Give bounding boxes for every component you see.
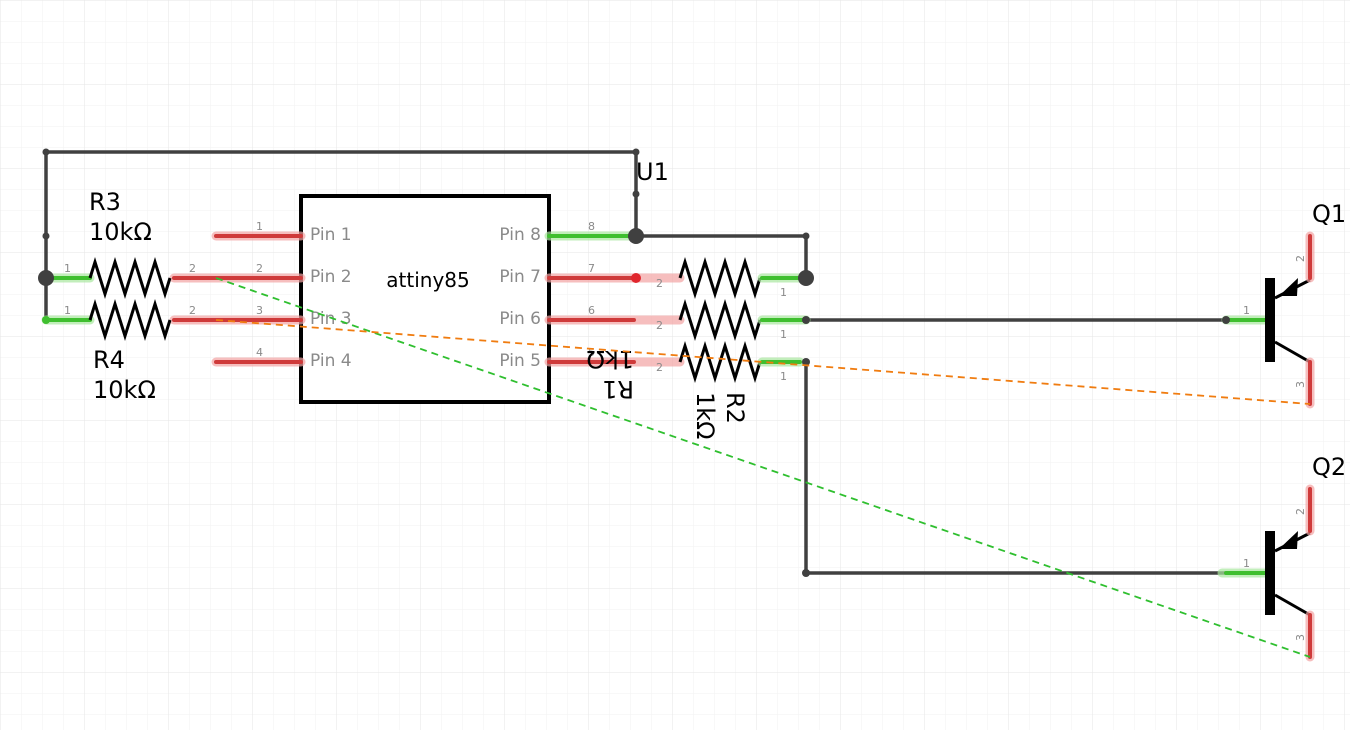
- junction-dot[interactable]: [628, 228, 644, 244]
- r-pin7-pin2-number: 2: [656, 277, 663, 290]
- transistor-q2[interactable]: 1 2 3 Q2: [1217, 453, 1346, 662]
- resistor-r4[interactable]: 1 2 R4 10kΩ: [41, 298, 218, 404]
- q2-arrow: [1279, 531, 1298, 549]
- q2-pin2-number: 2: [1294, 508, 1307, 515]
- r2-pin1-number: 1: [780, 328, 787, 341]
- r-pin7-pin1-number: 1: [780, 286, 787, 299]
- junction-dot[interactable]: [631, 273, 641, 283]
- r3-pin1-number: 1: [64, 262, 71, 275]
- pin-number-1: 1: [256, 220, 263, 233]
- pin-number-3: 3: [256, 304, 263, 317]
- chip-ref: U1: [636, 158, 669, 186]
- pin-number-5: 5: [588, 346, 595, 359]
- chip-right-pins: 8 Pin 8 7 Pin 7 6 Pin 6 5 Pin 5: [499, 220, 685, 371]
- r4-value: 10kΩ: [93, 376, 156, 404]
- pin-label-5: Pin 5: [499, 351, 541, 371]
- pin-label-4: Pin 4: [310, 351, 352, 371]
- q1-arrow: [1279, 278, 1298, 296]
- junction-dot[interactable]: [802, 316, 810, 324]
- q2-pin3-number: 3: [1294, 634, 1307, 641]
- r3-pin2-number: 2: [189, 262, 196, 275]
- r3-ref: R3: [89, 188, 121, 216]
- junction-dot[interactable]: [802, 358, 810, 366]
- pin-label-1: Pin 1: [310, 225, 352, 245]
- r4-pin2-number: 2: [189, 304, 196, 317]
- pin-number-4: 4: [256, 346, 263, 359]
- r-pin7-body[interactable]: [678, 256, 762, 300]
- pin-number-7: 7: [588, 262, 595, 275]
- junction-dot[interactable]: [632, 148, 640, 156]
- r2-pin2-number: 2: [656, 319, 663, 332]
- r1-ref: R1: [602, 375, 634, 403]
- r1-value: 1kΩ: [586, 345, 634, 373]
- junction-dot[interactable]: [42, 316, 50, 324]
- r3-body[interactable]: [88, 256, 172, 300]
- pin-label-2: Pin 2: [310, 267, 352, 287]
- ratsnest-lines: [215, 277, 1311, 658]
- q1-pin3-number: 3: [1294, 381, 1307, 388]
- r1-body[interactable]: [678, 340, 762, 384]
- resistor-r3[interactable]: 1 2 R3 10kΩ: [49, 188, 218, 300]
- r1-pin1-number: 1: [780, 370, 787, 383]
- pin-number-8: 8: [588, 220, 595, 233]
- ratsnest-orange[interactable]: [215, 319, 1311, 405]
- r3-value: 10kΩ: [89, 218, 152, 246]
- pin-number-2: 2: [256, 262, 263, 275]
- q1-collector-line: [1274, 340, 1311, 364]
- chip-u1[interactable]: attiny85 U1 1 Pin 1 2 Pin 2 3 Pin 3 4 Pi…: [169, 158, 685, 404]
- q2-collector-line: [1274, 593, 1311, 617]
- q1-ref: Q1: [1312, 200, 1346, 228]
- junctions: [38, 148, 1230, 577]
- junction-dot[interactable]: [38, 270, 54, 286]
- pin-number-6: 6: [588, 304, 595, 317]
- resistor-r2[interactable]: 2 1 R2 1kΩ: [656, 298, 811, 440]
- q1-base-bar: [1265, 278, 1275, 362]
- q1-pin2-number: 2: [1294, 255, 1307, 262]
- pin-label-3: Pin 3: [310, 309, 352, 329]
- r1-pin2-number: 2: [656, 361, 663, 374]
- junction-dot[interactable]: [42, 232, 50, 240]
- pin-label-7: Pin 7: [499, 267, 541, 287]
- junction-dot[interactable]: [802, 569, 810, 577]
- r2-value: 1kΩ: [691, 392, 719, 440]
- pin-label-8: Pin 8: [499, 225, 541, 245]
- r4-pin1-number: 1: [64, 304, 71, 317]
- q2-base-bar: [1265, 531, 1275, 615]
- pin-label-6: Pin 6: [499, 309, 541, 329]
- junction-dot[interactable]: [802, 232, 810, 240]
- junction-dot[interactable]: [798, 270, 814, 286]
- q2-ref: Q2: [1312, 453, 1346, 481]
- chip-name: attiny85: [386, 268, 469, 292]
- resistor-r1[interactable]: 2 1 R1 1kΩ: [586, 340, 805, 403]
- r2-body[interactable]: [678, 298, 762, 342]
- r4-ref: R4: [93, 346, 125, 374]
- ratsnest-green[interactable]: [215, 277, 1311, 658]
- transistor-q1[interactable]: 1 2 3 Q1: [1221, 200, 1346, 409]
- resistor-pin7[interactable]: 2 1: [656, 256, 805, 300]
- q2-base-number: 1: [1243, 557, 1250, 570]
- junction-dot[interactable]: [42, 148, 50, 156]
- junction-dot[interactable]: [632, 190, 640, 198]
- r2-ref: R2: [721, 392, 749, 424]
- q1-base-number: 1: [1243, 304, 1250, 317]
- junction-dot[interactable]: [1222, 316, 1230, 324]
- chip-body[interactable]: [299, 194, 551, 404]
- r4-body[interactable]: [88, 298, 172, 342]
